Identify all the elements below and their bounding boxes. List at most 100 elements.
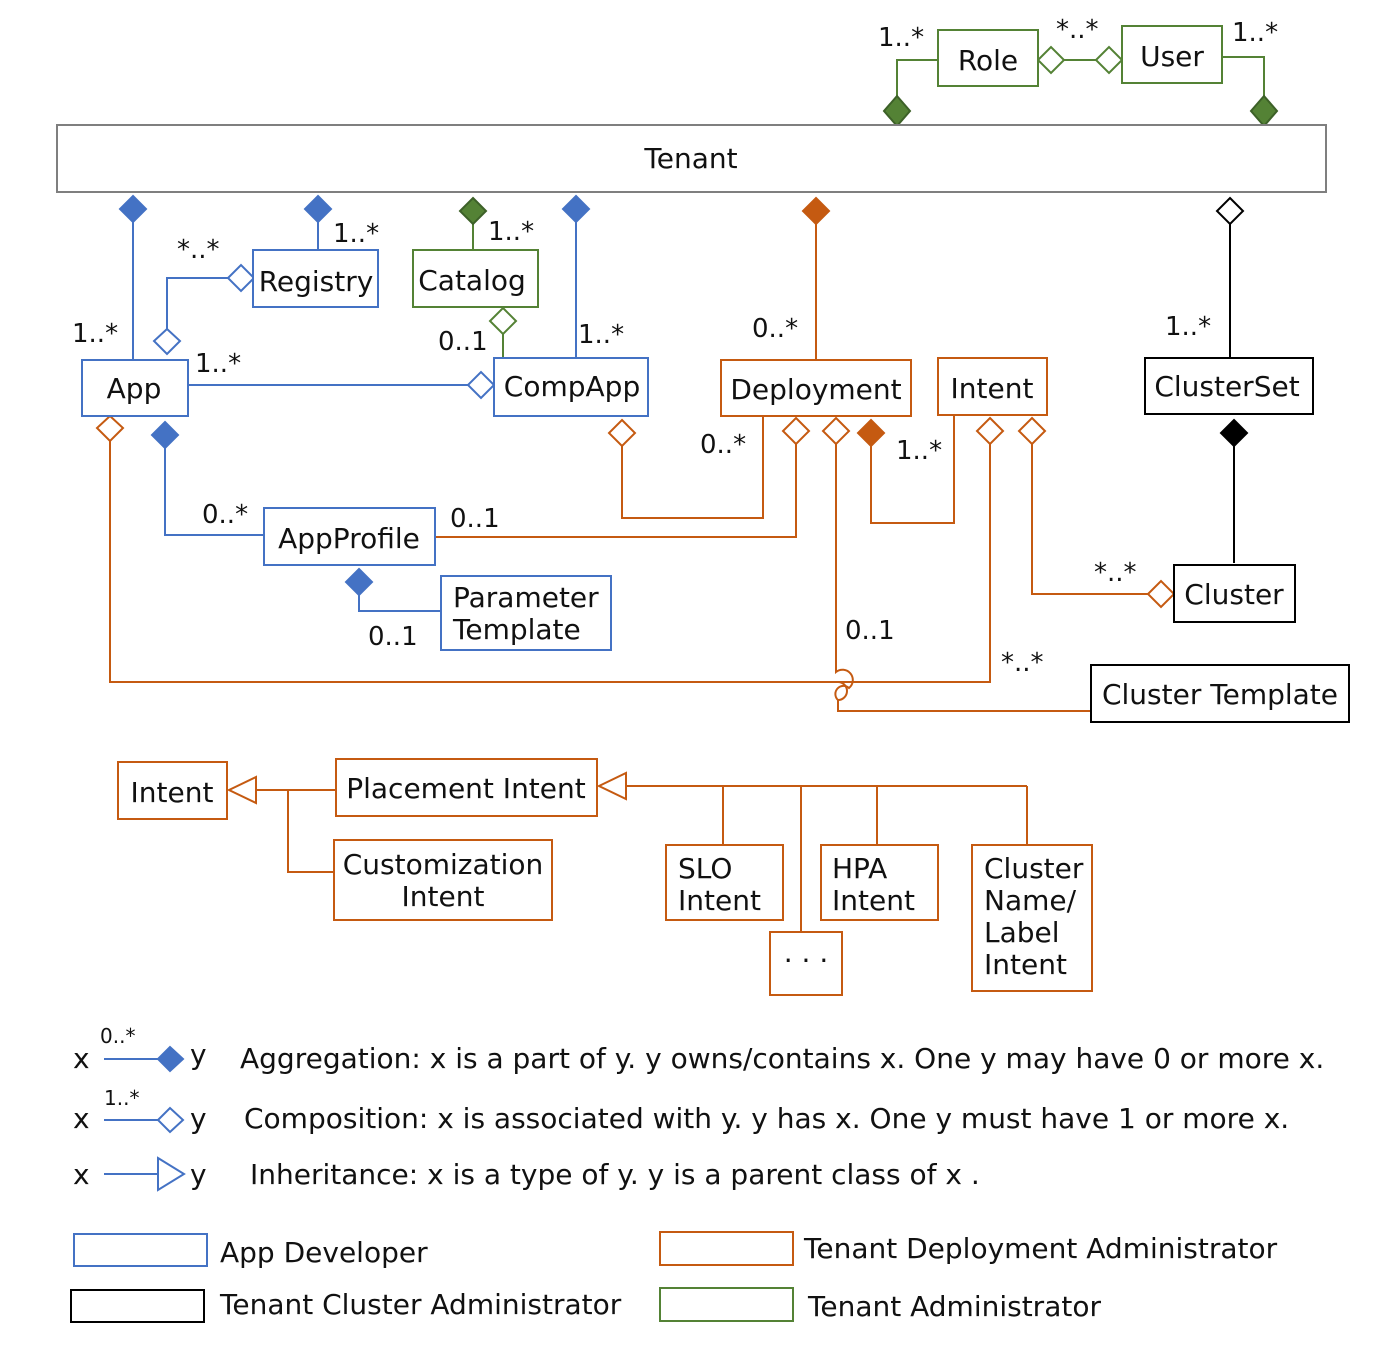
compapp-box <box>493 357 649 417</box>
ellipsis-box <box>769 931 843 996</box>
role-open-diamond-icon <box>1036 45 1066 75</box>
cluster-name-line2: Name/ <box>984 884 1077 917</box>
slo-intent-line1: SLO <box>678 852 732 885</box>
registry-open-diamond-icon <box>226 263 256 293</box>
deployment-box <box>720 359 912 417</box>
catalog-label: Catalog <box>418 264 526 297</box>
placement-inheritance-arrow-icon <box>596 771 627 801</box>
mult-deployment-tenant: 0..* <box>752 314 798 344</box>
legend-inh-arrow-icon <box>157 1156 186 1192</box>
placement-intent-box <box>335 758 598 817</box>
relationship-legend: x 0..* y Aggregation: x is a part of y. … <box>73 1024 1324 1192</box>
legend-comp-text: Composition: x is associated with y. y h… <box>244 1102 1289 1135</box>
app-appprofile-diamond-icon <box>150 420 180 450</box>
legend-agg-y: y <box>190 1038 207 1071</box>
clusterset-box <box>1144 357 1314 415</box>
intent-open-diamond-1-icon <box>975 416 1005 446</box>
cluster-box <box>1173 564 1296 623</box>
mult-catalog-tenant: 1..* <box>488 217 534 247</box>
legend-app-developer: App Developer <box>220 1236 428 1269</box>
param-appprofile-line <box>358 595 441 612</box>
mult-app-tenant: 1..* <box>72 319 118 349</box>
hpa-intent-box <box>820 844 939 921</box>
hpa-intent-line2: Intent <box>832 884 915 917</box>
legend-tenant-admin: Tenant Administrator <box>807 1290 1101 1323</box>
app-template-line <box>109 441 991 701</box>
ellipsis-label: · · · <box>784 944 829 977</box>
appprofile-label: AppProfile <box>278 522 420 555</box>
slo-intent-box <box>665 844 784 921</box>
mult-catalog-compapp: 0..1 <box>438 327 488 357</box>
cluster-name-line1: Cluster <box>984 852 1084 885</box>
legend-inh-y: y <box>190 1158 207 1191</box>
deployment-open-diamond-2-icon <box>821 416 851 446</box>
deployment-filled-diamond-icon <box>856 418 886 448</box>
user-open-diamond-icon <box>1094 45 1124 75</box>
mult-user-tenant: 1..* <box>1232 18 1278 48</box>
placement-intent-label: Placement Intent <box>346 772 586 805</box>
legend-comp-diamond-icon <box>156 1106 185 1134</box>
mult-compapp-tenant: 1..* <box>578 320 624 350</box>
intent-parent-box <box>117 761 228 820</box>
cluster-name-line3: Label <box>984 916 1060 949</box>
legend-app-developer-swatch <box>73 1233 208 1267</box>
compapp-orange-open-diamond-icon <box>607 418 637 448</box>
tenant-box <box>56 124 1327 193</box>
mult-template-deployment: 0..1 <box>845 616 895 646</box>
mult-app-cluster-template: *..* <box>1001 648 1044 678</box>
template-deployment-line <box>834 444 1091 712</box>
role-filled-diamond-icon <box>882 94 912 128</box>
compapp-label: CompApp <box>504 370 640 403</box>
legend-inh-x: x <box>73 1158 90 1191</box>
app-label: App <box>107 372 162 405</box>
registry-box <box>252 249 379 308</box>
app-tenant-diamond-icon <box>118 194 148 224</box>
parameter-template-line1: Parameter <box>453 581 599 614</box>
mult-param-appprofile: 0..1 <box>368 622 418 652</box>
mult-registry-tenant: 1..* <box>333 219 379 249</box>
customization-intent-inherit-line <box>287 790 334 873</box>
legend-agg-diamond-icon <box>156 1045 185 1073</box>
mult-app-registry: *..* <box>177 235 220 265</box>
catalog-tenant-diamond-icon <box>458 196 488 226</box>
app-orange-open-diamond-icon <box>95 414 125 443</box>
deployment-open-diamond-1-icon <box>781 416 811 446</box>
legend-comp-y: y <box>190 1102 207 1135</box>
registry-label: Registry <box>259 265 374 298</box>
legend-agg-mult: 0..* <box>100 1024 135 1048</box>
mult-role-user: *..* <box>1056 15 1099 45</box>
mult-app-appprofile: 0..* <box>202 500 248 530</box>
intent-deployment-line <box>870 416 955 524</box>
legend-agg-text: Aggregation: x is a part of y. y owns/co… <box>240 1042 1324 1075</box>
customization-intent-line1: Customization <box>343 848 544 881</box>
catalog-box <box>412 249 539 308</box>
clusterset-label: ClusterSet <box>1154 370 1299 403</box>
slo-intent-line2: Intent <box>678 884 761 917</box>
cluster-name-label-intent-box <box>971 844 1093 992</box>
appprofile-deployment-line <box>435 444 797 538</box>
compapp-tenant-diamond-icon <box>561 194 591 224</box>
cluster-open-diamond-icon <box>1146 579 1176 609</box>
clusterset-tenant-diamond-icon <box>1215 196 1245 226</box>
boxes <box>56 25 1350 996</box>
role-box <box>937 29 1039 87</box>
compapp-deployment-line <box>621 416 764 519</box>
app-registry-line <box>166 277 228 329</box>
legend-cluster-admin-swatch <box>70 1289 205 1323</box>
appprofile-filled-diamond-icon <box>344 567 374 597</box>
legend-tenant-admin-swatch <box>659 1287 794 1322</box>
catalog-open-diamond-icon <box>488 306 518 336</box>
user-box <box>1121 25 1223 84</box>
deployment-tenant-diamond-icon <box>801 196 831 226</box>
legend-deployment-admin-swatch <box>659 1231 794 1266</box>
mult-appprofile-deployment: 0..1 <box>450 504 500 534</box>
mult-intent-cluster: *..* <box>1094 558 1137 588</box>
mult-intent-deployment: 1..* <box>896 436 942 466</box>
app-box <box>81 359 189 417</box>
intent-cluster-line <box>1031 444 1148 595</box>
mult-role-tenant: 1..* <box>878 23 924 53</box>
multiplicity-labels: 1..* *..* 1..* 1..* *..* 1..* 1..* 0..1 … <box>72 15 1278 678</box>
legend-comp-mult: 1..* <box>104 1086 139 1110</box>
clusterset-filled-diamond-icon <box>1219 418 1249 448</box>
